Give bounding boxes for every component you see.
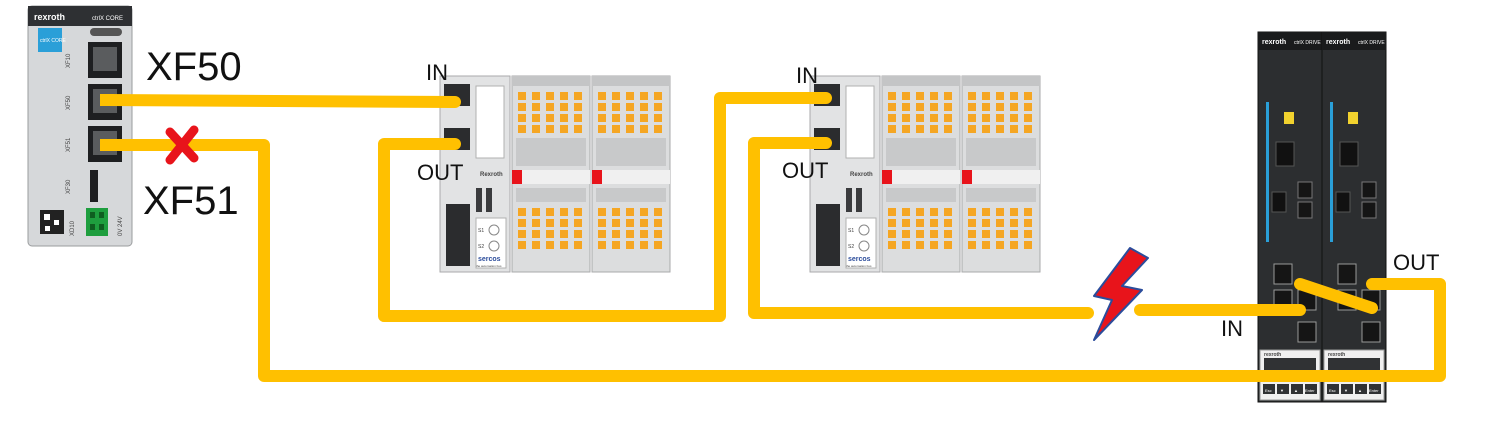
controller-model: ctrlX CORE [92, 16, 123, 22]
cables [102, 92, 1446, 382]
drive1-panel-brand: rexroth [1264, 352, 1281, 358]
port-label-xf10: XF10 [66, 53, 72, 68]
label-io1-out: OUT [417, 160, 463, 185]
io2-switch-s2: S2 [848, 244, 854, 250]
cable-connectors [100, 94, 114, 151]
sd-label: XF30 [66, 179, 72, 194]
label-drive-out: OUT [1393, 250, 1439, 275]
drive2-btn-enter: Enter [1369, 388, 1379, 393]
sd-slot: XF30 [66, 170, 98, 202]
port-label-xf50: XF50 [66, 95, 72, 110]
label-io2-in: IN [796, 63, 818, 88]
io1-coupler-brand: Rexroth [480, 172, 503, 178]
drive2-btn-esc: Esc [1329, 388, 1336, 393]
broken-link-x-icon [165, 125, 199, 165]
io2-switch-s1: S1 [848, 228, 854, 234]
cable-xf50-to-io1-in [102, 94, 461, 108]
label-io1-in: IN [426, 60, 448, 85]
cable-io1-out-to-io2-in [378, 92, 832, 322]
qr-code [40, 210, 64, 234]
io2-coupler-brand: Rexroth [850, 172, 873, 178]
io1-switch-s1: S1 [478, 228, 484, 234]
drive1-btn-enter: Enter [1305, 388, 1315, 393]
drive2-btn-down: ▼ [1344, 388, 1348, 393]
io1-switch-s2: S2 [478, 244, 484, 250]
power-terminal: 0V 24V [86, 208, 124, 236]
io2-sercos-sublogo: the automation bus [846, 264, 872, 268]
power-label: 0V 24V [118, 216, 124, 236]
drive1-brand: rexroth [1262, 39, 1286, 46]
cable-drive1-to-drive2 [1294, 278, 1378, 314]
ctrlx-core-controller: rexroth ctrlX CORE ctrlX CORE XF10 XF50 … [27, 5, 133, 247]
cable-io2-out-to-drive-in [748, 137, 1094, 319]
cable-drive-out-ring-to-xf51 [102, 139, 1446, 382]
drive1-model: ctrlX DRIVE [1294, 40, 1321, 46]
drive2-brand: rexroth [1326, 39, 1350, 46]
io-station-1: Rexroth sercos the automation bus S1 S2 [439, 75, 670, 273]
drive1-btn-up: ▲ [1294, 388, 1298, 393]
drive2-model: ctrlX DRIVE [1358, 40, 1385, 46]
drive1-btn-esc: Esc [1265, 388, 1272, 393]
io-label: XD10 [70, 220, 76, 236]
label-drive-in: IN [1221, 316, 1243, 341]
io1-sercos-logo: sercos [478, 256, 501, 263]
io1-sercos-sublogo: the automation bus [476, 264, 502, 268]
drive2-panel-brand: rexroth [1328, 352, 1345, 358]
io2-sercos-logo: sercos [848, 256, 871, 263]
label-io2-out: OUT [782, 158, 828, 183]
ctrlx-drive-2: rexroth ctrlX DRIVE rexroth Esc ▼ ▲ Ente… [1321, 31, 1387, 403]
ctrlx-badge [38, 28, 62, 52]
port-label-xf51: XF51 [66, 137, 72, 152]
ctrlx-drive-1: rexroth ctrlX DRIVE rexroth Esc ▼ ▲ Ente… [1257, 31, 1323, 403]
drive1-btn-down: ▼ [1280, 388, 1284, 393]
controller-brand: rexroth [34, 12, 65, 22]
controller-badge: ctrlX CORE [40, 38, 67, 44]
drive2-btn-up: ▲ [1358, 388, 1362, 393]
io-station-2: Rexroth sercos the automation bus S1 S2 [809, 75, 1040, 273]
lightning-interruption-icon [1093, 247, 1149, 341]
label-xf50: XF50 [146, 45, 242, 89]
port-xf10: XF10 [66, 42, 122, 78]
label-xf51: XF51 [143, 179, 239, 223]
